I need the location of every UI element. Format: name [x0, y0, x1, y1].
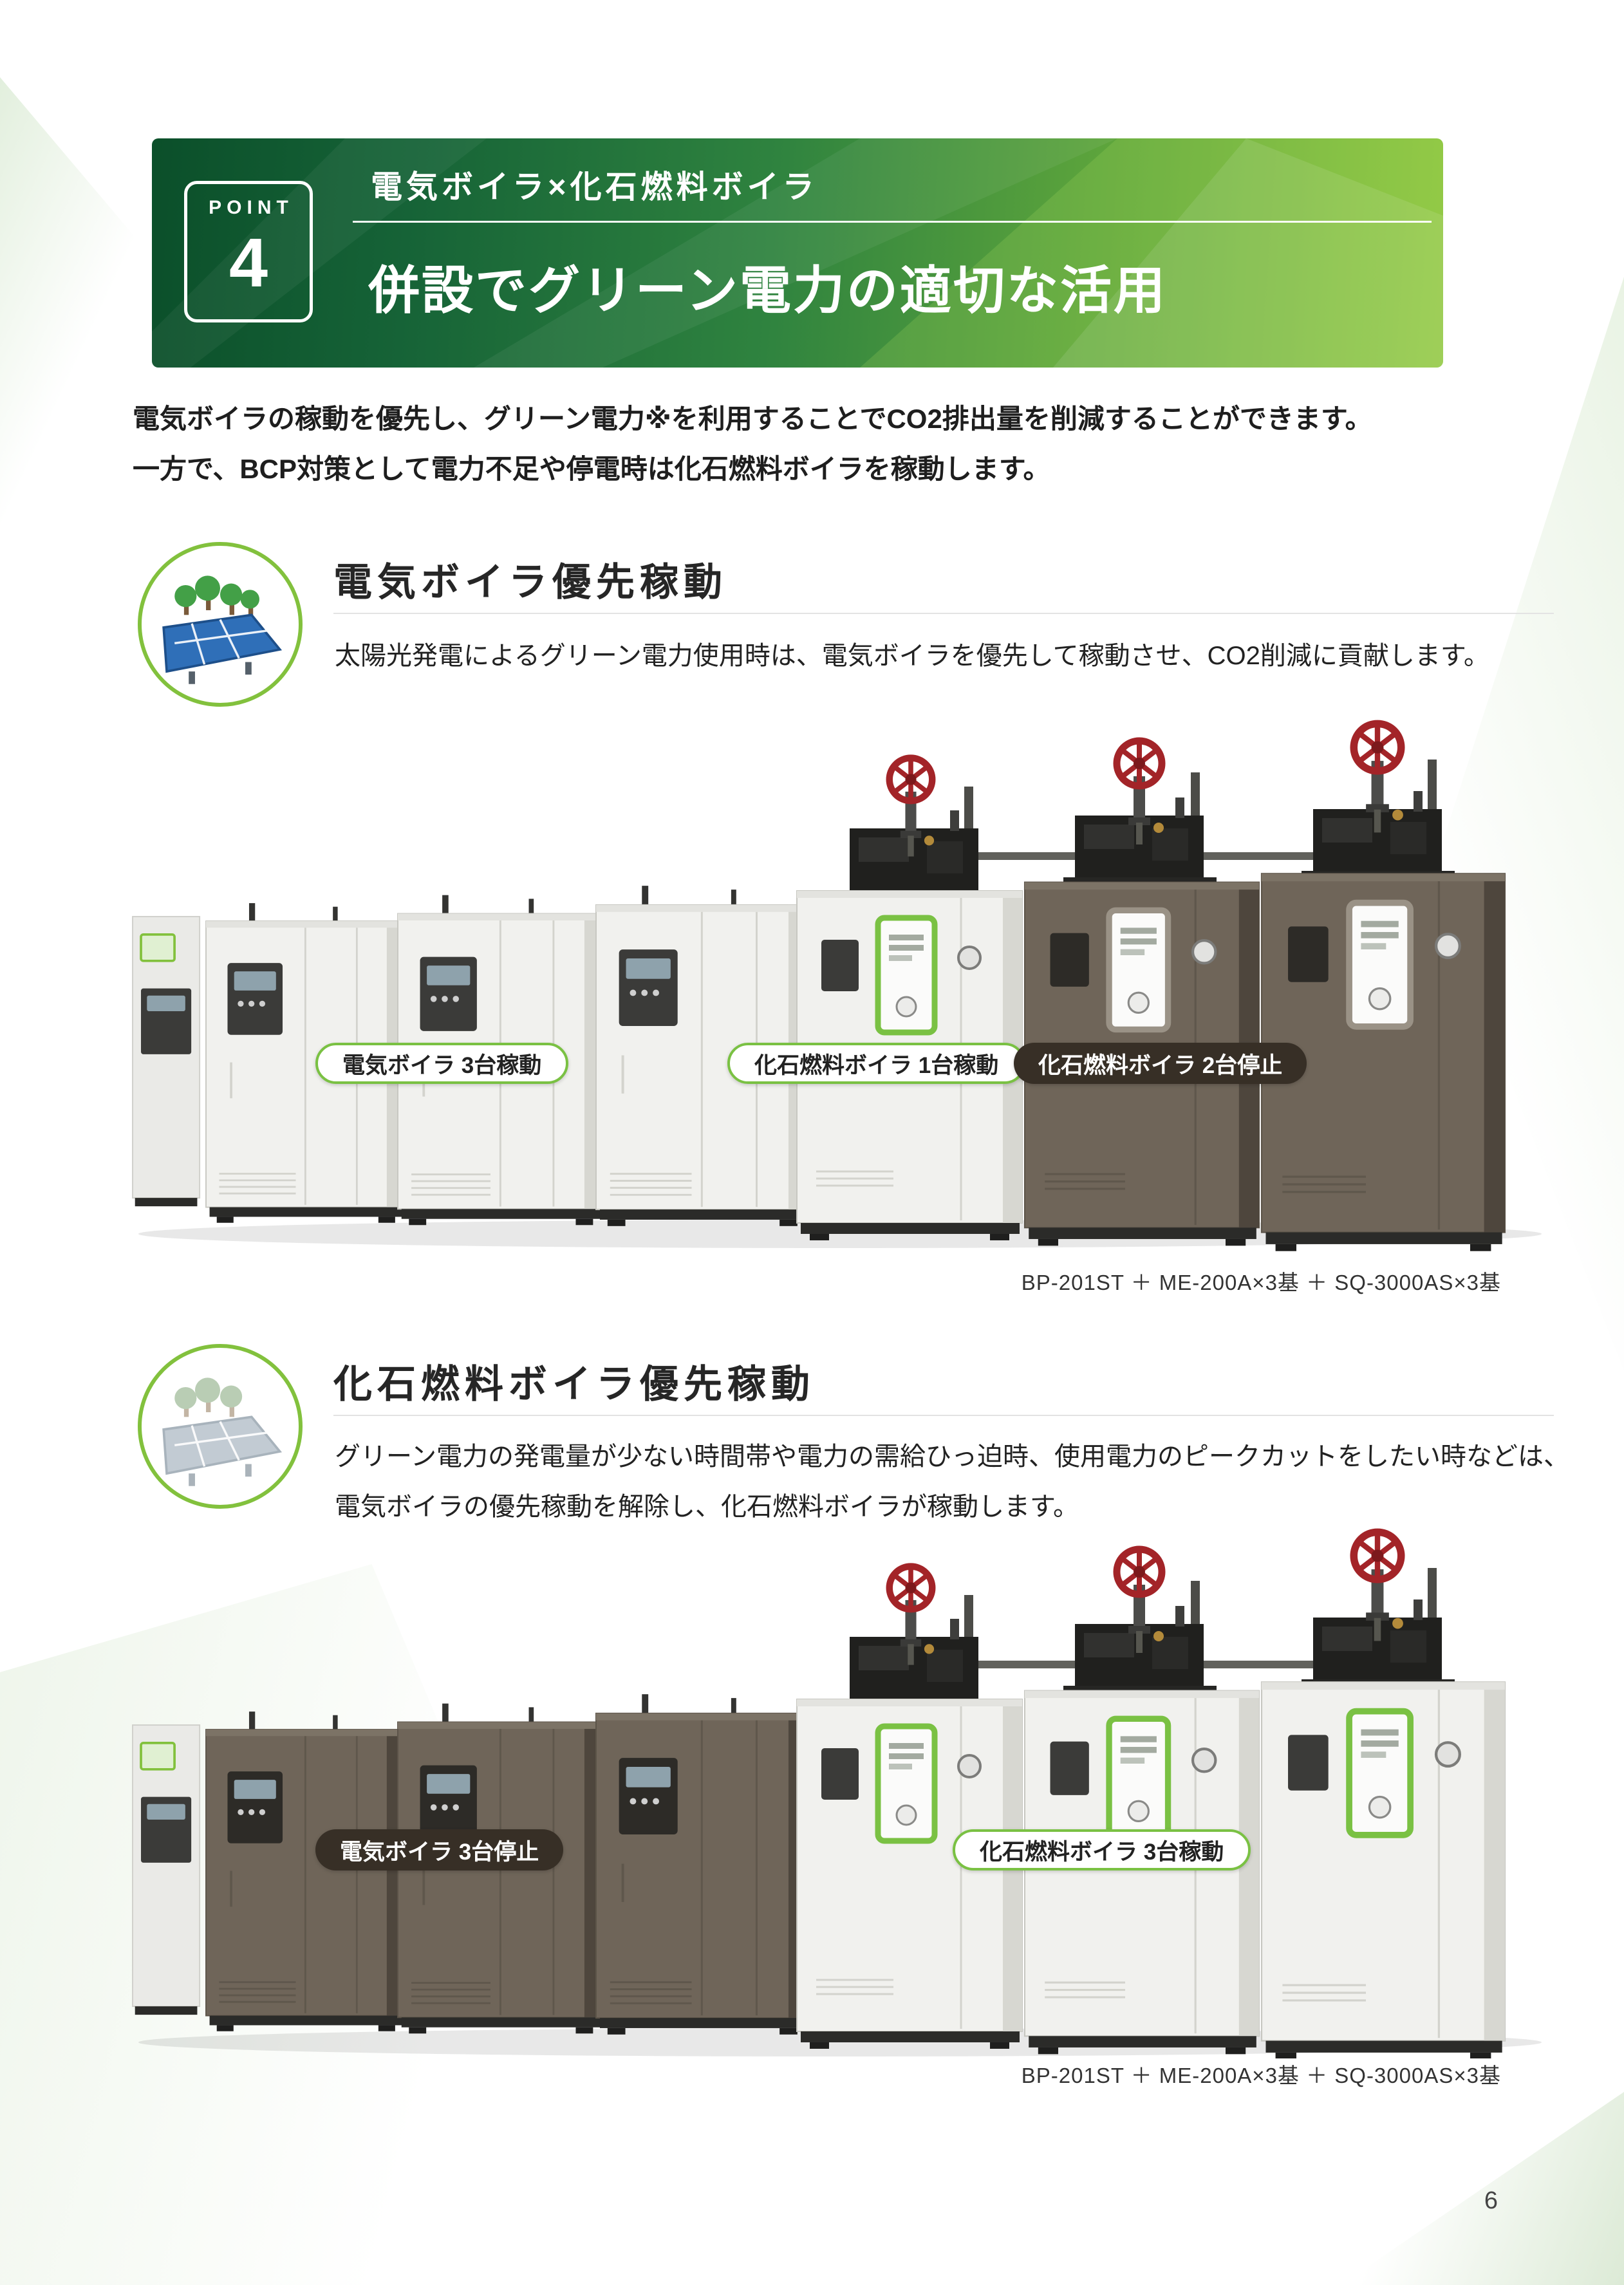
boiler-illustration-2: [131, 1511, 1542, 2058]
boiler-photo-electric-priority: 電気ボイラ 3台稼動 化石燃料ボイラ 1台稼動 化石燃料ボイラ 2台停止: [122, 690, 1580, 1256]
banner-facet-pattern: [152, 138, 1443, 368]
fossil-boiler-unit-running: [1025, 1691, 1259, 2055]
banner-divider: [353, 221, 1432, 223]
page-title: 併設でグリーン電力の適切な活用: [368, 262, 1167, 319]
electric-boiler-unit-stopped: [596, 1694, 807, 2035]
section-2-description-line-1: グリーン電力の発電量が少ない時間帯や電力の需給ひっ迫時、使用電力のピークカットを…: [335, 1442, 1569, 1471]
fossil-boiler-unit-running: [796, 1698, 1023, 2050]
point-badge: POINT 4: [184, 181, 313, 322]
point-badge-label: POINT: [209, 197, 294, 218]
fossil-boiler-unit-running: [1262, 1682, 1505, 2058]
model-caption-1: BP-201ST ＋ ME-200A×3基 ＋ SQ-3000AS×3基: [1021, 1271, 1501, 1294]
top-equipment: [838, 1531, 1455, 1705]
trees-muted: [174, 1377, 243, 1417]
section-1-rule: [333, 613, 1554, 614]
electric-boiler-unit-stopped: [206, 1711, 404, 2031]
page-number: 6: [1484, 2187, 1498, 2214]
intro-paragraph: 電気ボイラの稼動を優先し、グリーン電力※を利用することでCO2排出量を削減するこ…: [133, 394, 1372, 494]
control-cabinet: [131, 1724, 201, 2016]
low-solar-icon: [138, 1344, 303, 1509]
solar-power-icon: [138, 542, 303, 707]
header-banner: POINT 4 電気ボイラ×化石燃料ボイラ 併設でグリーン電力の適切な活用: [152, 138, 1443, 368]
trees: [174, 575, 259, 617]
status-label-electric-stopped: 電気ボイラ 3台停止: [315, 1829, 564, 1870]
point-badge-number: 4: [229, 223, 268, 301]
section-1-heading: 電気ボイラ優先稼動: [333, 561, 727, 604]
status-label-fossil-running: 化石燃料ボイラ 3台稼動: [953, 1829, 1251, 1870]
section-1-description: 太陽光発電によるグリーン電力使用時は、電気ボイラを優先して稼動させ、CO2削減に…: [335, 642, 1489, 670]
status-label-electric-running: 電気ボイラ 3台稼動: [315, 1043, 569, 1084]
intro-line-1: 電気ボイラの稼動を優先し、グリーン電力※を利用することでCO2排出量を削減するこ…: [133, 404, 1372, 434]
section-2-rule: [333, 1415, 1554, 1416]
control-cabinet: [131, 915, 201, 1208]
section-2-heading: 化石燃料ボイラ優先稼動: [333, 1363, 815, 1406]
section-2-description-line-2: 電気ボイラの優先稼動を解除し、化石燃料ボイラが稼動します。: [335, 1493, 1079, 1521]
status-label-fossil-running: 化石燃料ボイラ 1台稼動: [727, 1043, 1026, 1084]
banner-subtitle: 電気ボイラ×化石燃料ボイラ: [371, 170, 818, 205]
boiler-photo-fossil-priority: 電気ボイラ 3台停止 化石燃料ボイラ 3台稼動: [122, 1511, 1580, 2058]
status-label-fossil-stopped: 化石燃料ボイラ 2台停止: [1014, 1043, 1307, 1084]
decorative-gradient-bottom-right: [1341, 2092, 1624, 2285]
top-equipment: [838, 723, 1455, 897]
section-2-description: グリーン電力の発電量が少ない時間帯や電力の需給ひっ迫時、使用電力のピークカットを…: [335, 1432, 1569, 1532]
model-caption-2: BP-201ST ＋ ME-200A×3基 ＋ SQ-3000AS×3基: [1021, 2064, 1501, 2087]
intro-line-2: 一方で、BCP対策として電力不足や停電時は化石燃料ボイラを稼動します。: [133, 453, 1050, 484]
boiler-illustration-1: [131, 690, 1542, 1256]
